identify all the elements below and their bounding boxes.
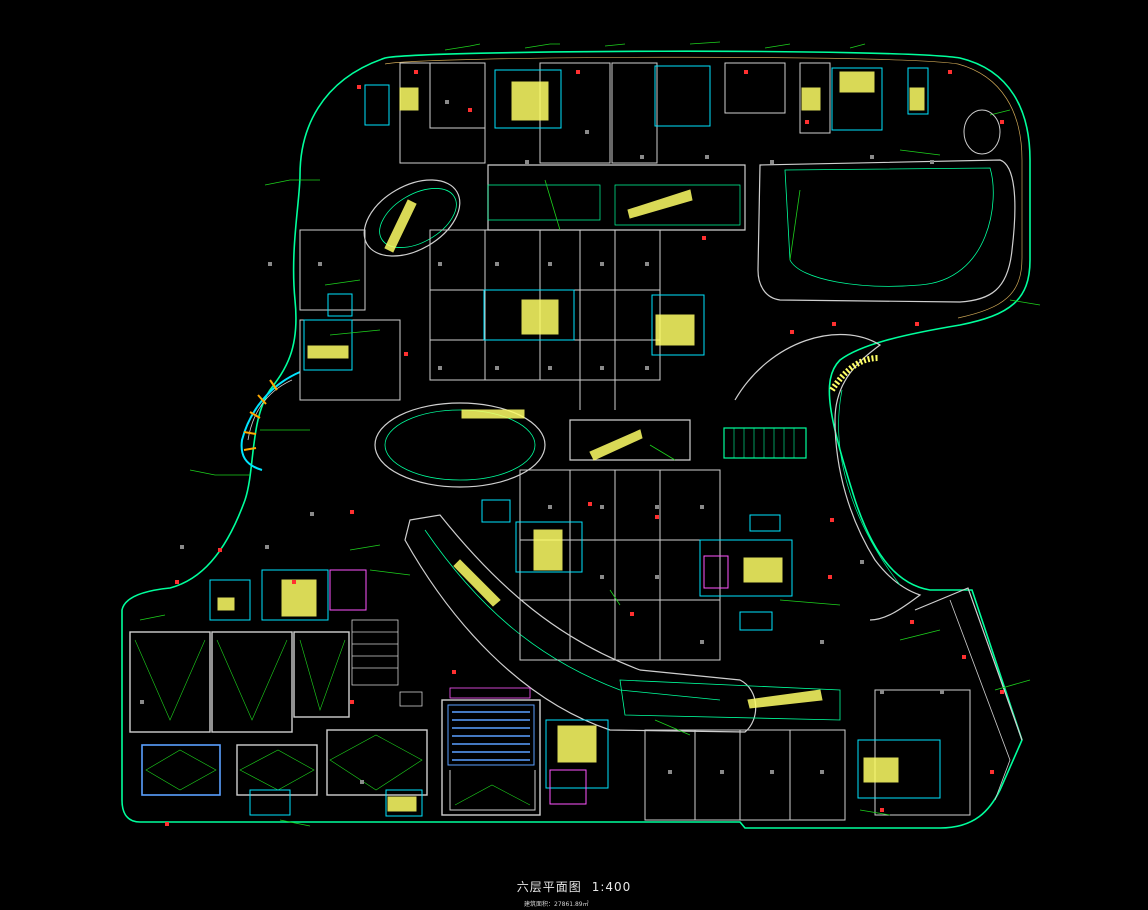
stairs-main xyxy=(351,619,423,707)
drawing-title-line: 六层平面图 1:400 xyxy=(0,878,1148,895)
room-walls xyxy=(299,62,971,821)
structural-columns xyxy=(140,100,944,784)
drawing-caption: 六层平面图 1:400 xyxy=(0,878,1148,895)
atrium-voids xyxy=(363,159,1016,733)
red-markers xyxy=(165,70,1004,826)
drawing-scale: 1:400 xyxy=(591,880,632,894)
drawing-area-note: 建筑面积：27861.89㎡ xyxy=(524,901,589,908)
left-bridge xyxy=(240,371,301,471)
cinema-hall xyxy=(441,687,541,816)
large-halls xyxy=(129,631,428,796)
drawing-title: 六层平面图 xyxy=(516,880,582,894)
stair-cores xyxy=(209,65,941,817)
leader-lines xyxy=(139,41,1041,827)
escalators xyxy=(217,71,925,812)
